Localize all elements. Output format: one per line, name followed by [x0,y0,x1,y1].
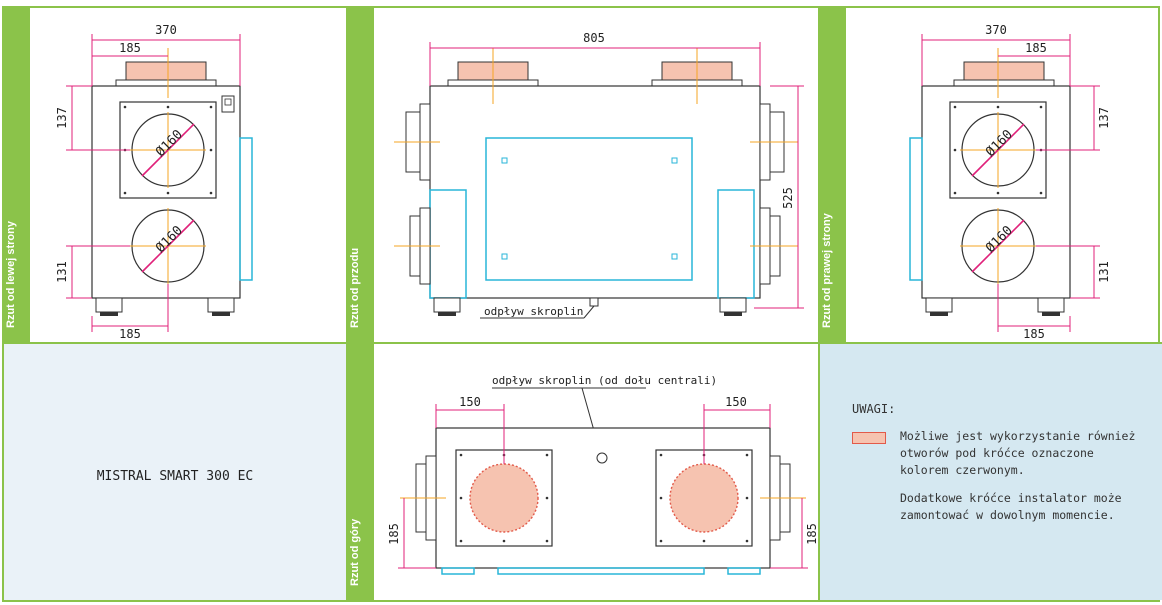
left-view-panel: Rzut od lewej strony [4,8,346,342]
dim-top-half-label: 185 [119,41,141,55]
top-dim-left-offset: 150 [459,395,481,409]
dim-upper-height-label: 137 [55,107,69,129]
left-view-label-strip: Rzut od lewej strony [4,8,30,342]
right-view-label-strip: Rzut od prawej strony [820,8,846,342]
right-dim-lower-height-label: 131 [1097,261,1111,283]
front-view-drawing: odpływ skroplin 805 525 [394,31,804,319]
dim-bottom-half-label: 185 [119,327,141,341]
notes-paragraph-2: Dodatkowe króćce instalator może zamonto… [900,491,1122,522]
dim-width-label: 370 [155,23,177,37]
top-left-red-port [469,463,539,533]
left-view-label: Rzut od lewej strony [5,221,17,328]
front-view-label-strip: Rzut od przodu [348,8,374,342]
top-drain-outlet [596,452,608,464]
top-dim-right-offset: 150 [725,395,747,409]
dim-lower-height-label: 131 [55,261,69,283]
front-access-panel [485,137,693,281]
front-dim-width-label: 805 [583,31,605,45]
front-dim-height-label: 525 [781,187,795,209]
front-drain-outlet [589,297,599,307]
right-dim-upper-height-label: 137 [1097,107,1111,129]
right-dim-width-label: 370 [985,23,1007,37]
right-view-label: Rzut od prawej strony [821,213,833,328]
top-right-red-port [669,463,739,533]
right-view-panel: Rzut od prawej strony [820,8,1162,342]
top-view-drawing: odpływ skroplin (od dołu centrali) [387,374,818,575]
front-drain-label: odpływ skroplin [484,305,583,318]
notes-title: UWAGI: [852,402,896,416]
divider-vertical-1 [346,8,348,600]
top-view-label: Rzut od góry [349,518,361,586]
top-drain-label: odpływ skroplin (od dołu centrali) [492,374,717,387]
left-view-drawing: 370 185 137 131 185 Ø160 Ø160 [55,23,253,341]
red-port-legend-swatch [852,432,886,444]
right-dim-bottom-half-label: 185 [1023,327,1045,341]
model-name: MISTRAL SMART 300 EC [96,469,254,484]
front-unit-body [429,85,761,299]
front-view-label: Rzut od przodu [349,247,361,328]
foot-right [207,297,235,313]
top-view-panel: Rzut od góry odpływ skroplin (od dołu ce… [348,344,818,600]
notes-paragraph-1: Możliwe jest wykorzystanie również otwor… [900,429,1136,477]
top-dim-left-height: 185 [387,523,401,545]
top-dim-right-height: 185 [805,523,818,545]
drawing-sheet: Rzut od lewej strony [2,6,1162,602]
right-dim-top-half-label: 185 [1025,41,1047,55]
top-view-label-strip: Rzut od góry [348,344,374,600]
foot-left [95,297,123,313]
divider-horizontal [4,342,1162,344]
divider-vertical-2 [818,8,820,600]
right-view-drawing: 370 185 137 131 185 Ø160 Ø160 [909,23,1111,341]
model-name-panel: MISTRAL SMART 300 EC [4,344,346,600]
side-service-panel [239,137,253,281]
front-view-panel: Rzut od przodu [348,8,818,342]
notes-panel: UWAGI: Możliwe jest wykorzystanie równie… [820,344,1162,600]
